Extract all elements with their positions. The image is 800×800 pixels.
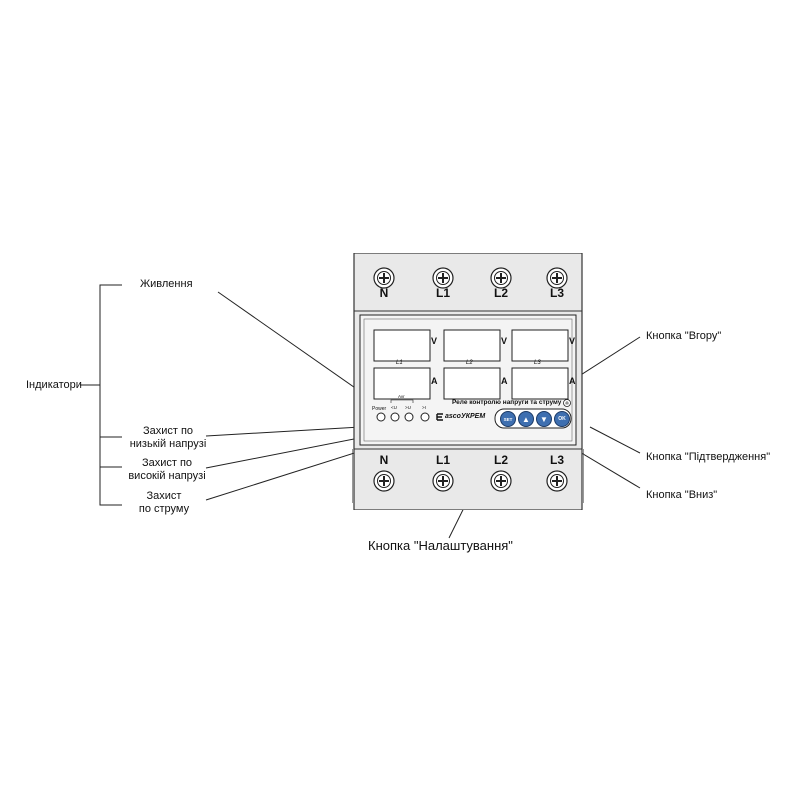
led-label-current: >I (422, 405, 426, 410)
unit-a-l1: A (431, 376, 438, 386)
screw-icon (490, 470, 512, 492)
led-label-group: Avr (398, 394, 405, 399)
screw-icon (432, 470, 454, 492)
current-display-l2 (443, 367, 501, 400)
high-voltage-led (404, 412, 414, 422)
brand-name: ascoУКРЕМ (445, 413, 486, 420)
confirm-leader (589, 426, 641, 454)
power-led (376, 412, 386, 422)
voltage-display-l1 (373, 329, 431, 362)
terminal-label-n-bottom: N (379, 453, 389, 467)
screw-icon (373, 470, 395, 492)
terminal-label-l1-bottom: L1 (435, 453, 450, 467)
unit-v-l1: V (431, 336, 438, 346)
unit-a-l2: A (501, 376, 508, 386)
up-button[interactable]: ▲ (518, 411, 534, 427)
screw-icon (546, 267, 568, 289)
callout-indicators: Індикатори (26, 379, 82, 391)
brand-logo-icon (436, 413, 443, 421)
voltage-display-l3 (511, 329, 569, 362)
current-led (420, 412, 430, 422)
terminal-label-l2-bottom: L2 (493, 453, 508, 467)
relay-device: N L1 L2 L3 N L1 L2 L3 V V V A A A L1 L2 … (351, 252, 585, 511)
unit-v-l3: V (569, 336, 576, 346)
led-group-bracket (390, 399, 414, 403)
phase-label-l3: L3 (534, 360, 541, 366)
screw-icon (373, 267, 395, 289)
relay-device-body (351, 252, 585, 511)
callout-current: Захист по струму (138, 490, 190, 515)
callout-low-voltage: Захист по низькій напрузі (129, 425, 207, 450)
callout-up-button: Кнопка "Вгору" (646, 330, 722, 342)
indicators-bracket (99, 284, 122, 506)
set-button[interactable]: SET (500, 411, 516, 427)
terminal-label-l2-top: L2 (493, 286, 508, 300)
led-label-high: >U (405, 405, 411, 410)
top-terminal-screws (373, 267, 568, 289)
callout-high-voltage: Захист по високій напрузі (128, 457, 206, 482)
led-label-low: <U (391, 405, 397, 410)
callout-power: Живлення (140, 278, 193, 290)
screw-icon (546, 470, 568, 492)
phase-label-l1: L1 (396, 360, 403, 366)
callout-setup-button: Кнопка "Налаштування" (368, 538, 513, 553)
ok-button[interactable]: OK (554, 411, 570, 427)
current-display-l3 (511, 367, 569, 400)
unit-v-l2: V (501, 336, 508, 346)
voltage-display-l2 (443, 329, 501, 362)
screw-icon (490, 267, 512, 289)
current-display-l1 (373, 367, 431, 400)
ground-icon (563, 399, 571, 407)
callout-confirm-button: Кнопка "Підтвердження" (646, 451, 771, 463)
terminal-label-l3-top: L3 (549, 286, 564, 300)
terminal-label-l1-top: L1 (435, 286, 450, 300)
terminal-label-l3-bottom: L3 (549, 453, 564, 467)
low-voltage-led (390, 412, 400, 422)
screw-icon (432, 267, 454, 289)
callout-down-button: Кнопка "Вниз" (646, 489, 718, 501)
phase-label-l2: L2 (466, 360, 473, 366)
device-title: Реле контролю напруги та струму (452, 399, 562, 406)
led-label-power: Power (372, 406, 387, 412)
unit-a-l3: A (569, 376, 576, 386)
bottom-terminal-screws (373, 470, 568, 492)
terminal-label-n-top: N (379, 286, 389, 300)
down-button[interactable]: ▼ (536, 411, 552, 427)
